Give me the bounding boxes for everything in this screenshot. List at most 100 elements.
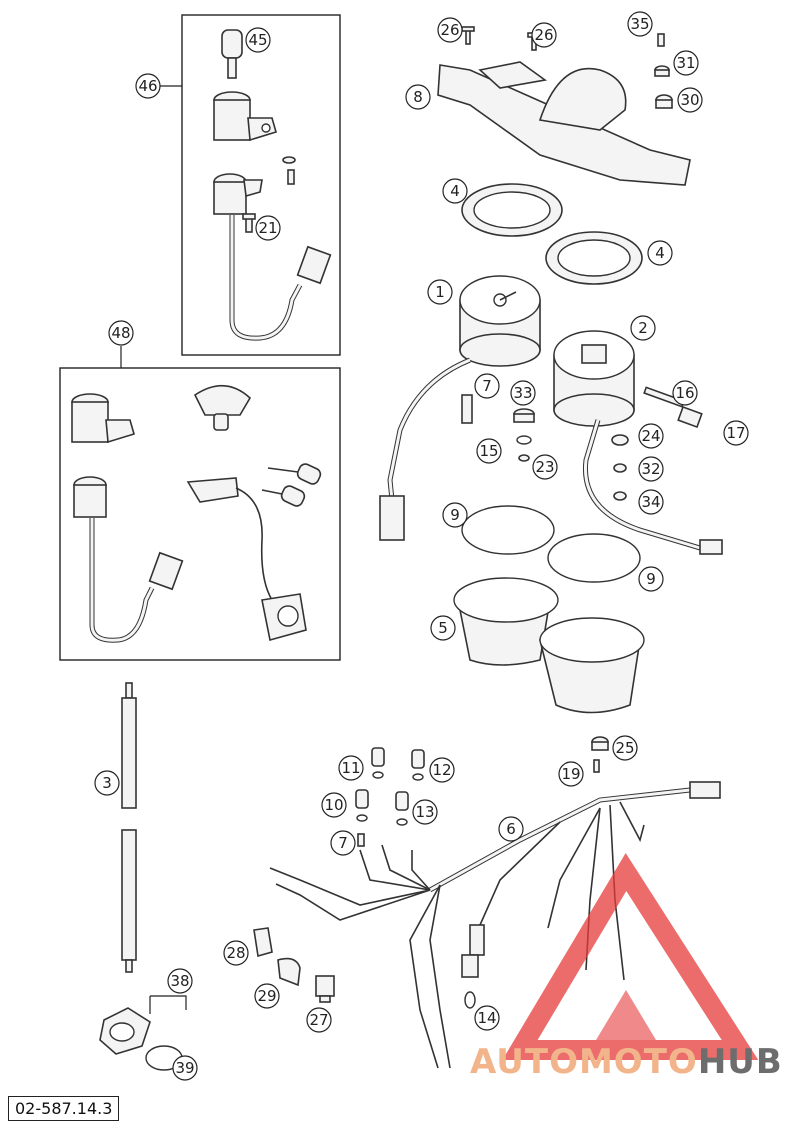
callout-c10: 10: [321, 792, 347, 818]
callout-c9b: 9: [638, 566, 664, 592]
callout-label: 11: [341, 759, 360, 777]
callout-label: 3: [102, 774, 112, 792]
callout-label: 5: [438, 619, 448, 637]
callout-label: 48: [111, 324, 130, 342]
watermark-text-part1: AUTOMOTO: [470, 1042, 698, 1082]
callout-circle: [442, 502, 468, 528]
drive-unit-38: [99, 1007, 151, 1055]
callout-c31: 31: [673, 50, 699, 76]
callout-circle: [437, 17, 463, 43]
callout-circle: [135, 73, 161, 99]
callout-c38: 38: [167, 968, 193, 994]
callout-label: 10: [324, 796, 343, 814]
callout-label: 7: [482, 377, 492, 395]
callout-circle: [255, 215, 281, 241]
callout-circle: [638, 456, 664, 482]
connector-27: [315, 975, 335, 1003]
callout-label: 15: [479, 442, 498, 460]
callout-label: 23: [535, 458, 554, 476]
instrument-bracket-8: [437, 61, 691, 186]
callout-c4a: 4: [442, 178, 468, 204]
callout-circle: [627, 11, 653, 37]
callout-label: 38: [170, 972, 189, 990]
ignition-key-45: [221, 29, 243, 79]
callout-circle: [94, 770, 120, 796]
callout-circle: [638, 566, 664, 592]
o-ring-9-right: [547, 533, 641, 583]
steering-lock-unit: [186, 477, 307, 642]
screw-21: [242, 213, 256, 233]
callout-c14: 14: [474, 1005, 500, 1031]
callout-c12: 12: [429, 757, 455, 783]
callout-circle: [672, 380, 698, 406]
callout-c34: 34: [638, 489, 664, 515]
callout-label: 31: [676, 54, 695, 72]
callout-c13: 13: [412, 799, 438, 825]
callout-circle: [474, 373, 500, 399]
callout-label: 46: [138, 77, 157, 95]
kit-box-48: [59, 346, 341, 661]
callout-c39: 39: [172, 1055, 198, 1081]
callout-c11: 11: [338, 755, 364, 781]
callout-c23: 23: [532, 454, 558, 480]
callout-c9a: 9: [442, 502, 468, 528]
callout-c30: 30: [677, 87, 703, 113]
callout-c24: 24: [638, 423, 664, 449]
callout-label: 1: [435, 283, 445, 301]
callout-circle: [430, 615, 456, 641]
callout-c1: 1: [427, 279, 453, 305]
tachometer-2: [553, 330, 723, 555]
callout-c19: 19: [558, 761, 584, 787]
grommet-30: [655, 94, 673, 109]
screw-35: [657, 33, 665, 47]
indicator-bulbs: [355, 747, 425, 847]
ignition-switch-upper: [213, 91, 277, 142]
callout-circle: [427, 279, 453, 305]
callout-circle: [321, 792, 347, 818]
callout-circle: [673, 50, 699, 76]
callout-circle: [429, 757, 455, 783]
callout-c4b: 4: [647, 240, 673, 266]
watermark-text: AUTOMOTOHUB: [470, 1042, 783, 1082]
bushing-31: [654, 65, 670, 77]
callout-circle: [167, 968, 193, 994]
callout-c26b: 26: [531, 22, 557, 48]
rubber-ring-4-upper: [461, 183, 563, 237]
callout-label: 13: [415, 803, 434, 821]
small-parts-lower-right: [591, 736, 609, 773]
callout-label: 17: [726, 424, 745, 442]
callout-label: 35: [630, 15, 649, 33]
callout-c33: 33: [510, 380, 536, 406]
callout-c32: 32: [638, 456, 664, 482]
callout-circle: [510, 380, 536, 406]
callout-c27: 27: [306, 1007, 332, 1033]
callout-circle: [677, 87, 703, 113]
drawing-code: 02-587.14.3: [8, 1096, 120, 1121]
kit-box-46: [160, 14, 341, 356]
ignition-switch-lower: [213, 173, 263, 215]
callout-circle: [223, 940, 249, 966]
callout-circle: [330, 830, 356, 856]
callout-label: 21: [258, 219, 277, 237]
callout-circle: [245, 27, 271, 53]
clip-28: [253, 927, 273, 958]
callout-circle: [474, 1005, 500, 1031]
callout-circle: [558, 761, 584, 787]
callout-c17: 17: [723, 420, 749, 446]
callout-circle: [476, 438, 502, 464]
callout-circle: [405, 84, 431, 110]
callout-circle: [638, 423, 664, 449]
callout-circle: [647, 240, 673, 266]
callout-circle: [306, 1007, 332, 1033]
callout-c6: 6: [498, 816, 524, 842]
speedometer-cable-3: [121, 682, 137, 973]
screws-small-box46: [282, 156, 296, 185]
callout-circle: [638, 489, 664, 515]
seat-lock-cap: [193, 384, 252, 431]
callout-circle: [442, 178, 468, 204]
callout-circle: [172, 1055, 198, 1081]
callout-circle: [108, 320, 134, 346]
callout-label: 45: [248, 31, 267, 49]
